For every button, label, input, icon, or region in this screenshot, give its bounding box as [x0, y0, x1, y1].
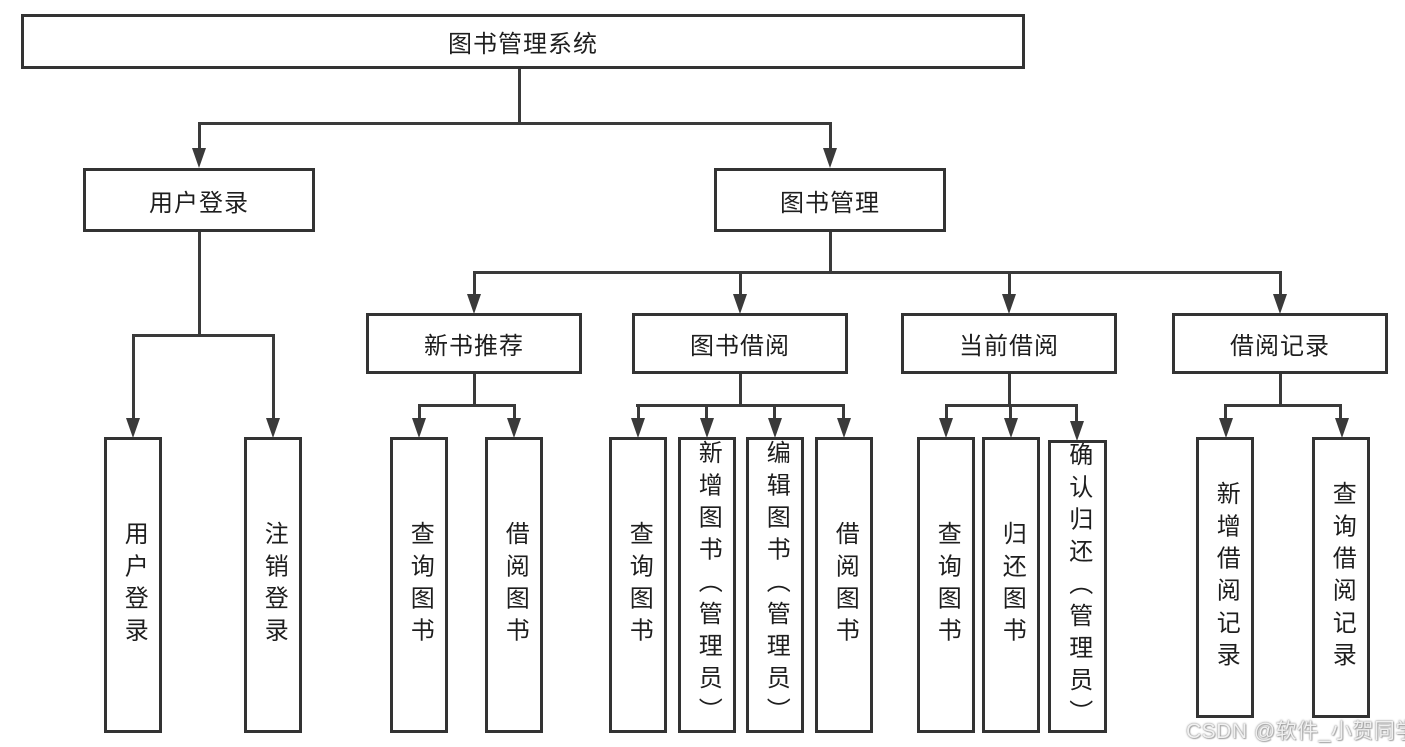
- connector-new-book-bar: [418, 404, 516, 407]
- arrow-down-icon: [266, 418, 280, 438]
- connector-drop-leaf: [842, 406, 845, 420]
- arrow-down-icon: [467, 294, 481, 314]
- leaf-query-books: 查询图书: [390, 437, 448, 733]
- csdn-watermark: CSDN @软件_小贺同学: [1186, 720, 1405, 743]
- connector-drop-leaf: [513, 406, 516, 420]
- leaf-label: 新增借阅记录: [1212, 481, 1240, 674]
- leaf-query-borrow-record: 查询借阅记录: [1312, 437, 1370, 718]
- connector-drop-leaf: [1224, 406, 1227, 420]
- leaf-label: 用户登录: [120, 520, 148, 650]
- leaf-label: 归还图书: [998, 520, 1026, 650]
- node-borrowing-records: 借阅记录: [1172, 313, 1388, 374]
- connector-drop-leaf: [272, 336, 275, 420]
- connector-drop-leaf: [1075, 406, 1078, 423]
- connector-drop-leaf: [1339, 406, 1342, 420]
- arrow-down-icon: [1273, 294, 1287, 314]
- arrow-down-icon: [768, 418, 782, 438]
- leaf-label: 查询图书: [406, 520, 434, 650]
- arrow-down-icon: [507, 418, 521, 438]
- leaf-borrow-books: 借阅图书: [485, 437, 543, 733]
- connector-current-borrow-bar: [945, 404, 1078, 407]
- connector-book-management-stub: [829, 232, 832, 274]
- connector-drop-borrow-records: [1279, 273, 1282, 296]
- leaf-label: 查询借阅记录: [1328, 481, 1356, 674]
- arrow-down-icon: [837, 418, 851, 438]
- connector-level3-bar: [473, 271, 1282, 274]
- arrow-down-icon: [823, 148, 837, 168]
- node-root: 图书管理系统: [21, 14, 1025, 69]
- arrow-down-icon: [1002, 294, 1016, 314]
- leaf-label: 查询图书: [933, 520, 961, 650]
- node-user-login: 用户登录: [83, 168, 315, 232]
- leaf-label: 查询图书: [625, 520, 653, 650]
- arrow-down-icon: [700, 418, 714, 438]
- leaf-add-borrow-record: 新增借阅记录: [1196, 437, 1254, 718]
- connector-user-login-bar: [132, 334, 275, 337]
- connector-current-borrow-stub: [1008, 374, 1011, 406]
- leaf-label: 借阅图书: [831, 520, 859, 650]
- leaf-label: 确认归还（管理员）: [1064, 441, 1092, 732]
- connector-drop-leaf: [773, 406, 776, 420]
- connector-borrow-records-bar: [1224, 404, 1342, 407]
- connector-drop-new-book: [473, 273, 476, 296]
- leaf-query-books: 查询图书: [609, 437, 667, 733]
- connector-drop-leaf: [705, 406, 708, 420]
- connector-drop-leaf: [945, 406, 948, 420]
- leaf-edit-books-admin: 编辑图书（管理员）: [746, 437, 804, 733]
- arrow-down-icon: [1070, 421, 1084, 441]
- leaf-user-login: 用户登录: [104, 437, 162, 733]
- connector-book-borrow-stub: [739, 374, 742, 406]
- connector-drop-leaf: [418, 406, 421, 420]
- connector-drop-current-borrow: [1008, 273, 1011, 296]
- arrow-down-icon: [1335, 418, 1349, 438]
- connector-drop-book-borrow: [739, 273, 742, 296]
- leaf-query-books: 查询图书: [917, 437, 975, 733]
- leaf-label: 注销登录: [260, 520, 288, 650]
- leaf-borrow-books: 借阅图书: [815, 437, 873, 733]
- arrow-down-icon: [1004, 418, 1018, 438]
- arrow-down-icon: [126, 418, 140, 438]
- connector-drop-leaf: [637, 406, 640, 420]
- leaf-label: 编辑图书（管理员）: [762, 440, 790, 730]
- connector-root-stub: [518, 69, 521, 124]
- node-book-management: 图书管理: [714, 168, 946, 232]
- arrow-down-icon: [192, 148, 206, 168]
- connector-user-login-stub: [198, 232, 201, 336]
- arrow-down-icon: [939, 418, 953, 438]
- connector-book-borrow-bar: [636, 404, 845, 407]
- arrow-down-icon: [412, 418, 426, 438]
- leaf-label: 新增图书（管理员）: [694, 440, 722, 730]
- connector-borrow-records-stub: [1279, 374, 1282, 406]
- leaf-add-books-admin: 新增图书（管理员）: [678, 437, 736, 733]
- connector-drop-leaf: [132, 336, 135, 420]
- connector-drop-leaf: [1009, 406, 1012, 420]
- arrow-down-icon: [1219, 418, 1233, 438]
- arrow-down-icon: [631, 418, 645, 438]
- connector-drop-user-login: [198, 124, 201, 150]
- connector-new-book-stub: [473, 374, 476, 406]
- leaf-confirm-return-admin: 确认归还（管理员）: [1048, 440, 1107, 733]
- arrow-down-icon: [733, 294, 747, 314]
- connector-level2-bar: [198, 122, 832, 125]
- leaf-label: 借阅图书: [501, 520, 529, 650]
- leaf-return-books: 归还图书: [982, 437, 1040, 733]
- leaf-logout: 注销登录: [244, 437, 302, 733]
- node-current-borrowing: 当前借阅: [901, 313, 1117, 374]
- connector-drop-book-management: [829, 124, 832, 150]
- node-new-book-recommendation: 新书推荐: [366, 313, 582, 374]
- node-book-borrowing: 图书借阅: [632, 313, 848, 374]
